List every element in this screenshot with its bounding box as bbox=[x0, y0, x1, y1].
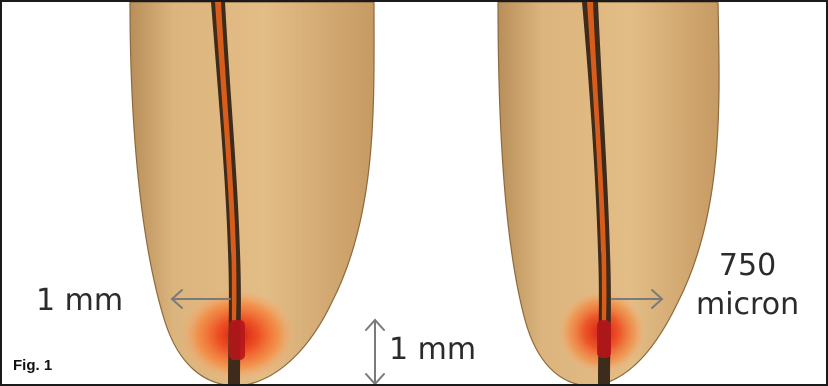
right-tooth-measure-value: 750 bbox=[696, 246, 799, 285]
vertical-measure-arrow bbox=[366, 320, 384, 384]
left-apex-core bbox=[229, 320, 245, 360]
right-tooth bbox=[498, 2, 719, 386]
vertical-measure-label: 1 mm bbox=[389, 335, 476, 365]
figure-caption: Fig. 1 bbox=[13, 358, 52, 373]
right-tooth-measure-unit: micron bbox=[696, 285, 799, 324]
left-tooth bbox=[130, 2, 374, 386]
left-tooth-measure-label: 1 mm bbox=[36, 286, 123, 316]
right-apex-core bbox=[597, 320, 611, 358]
right-tooth-measure-label: 750 micron bbox=[696, 246, 799, 324]
